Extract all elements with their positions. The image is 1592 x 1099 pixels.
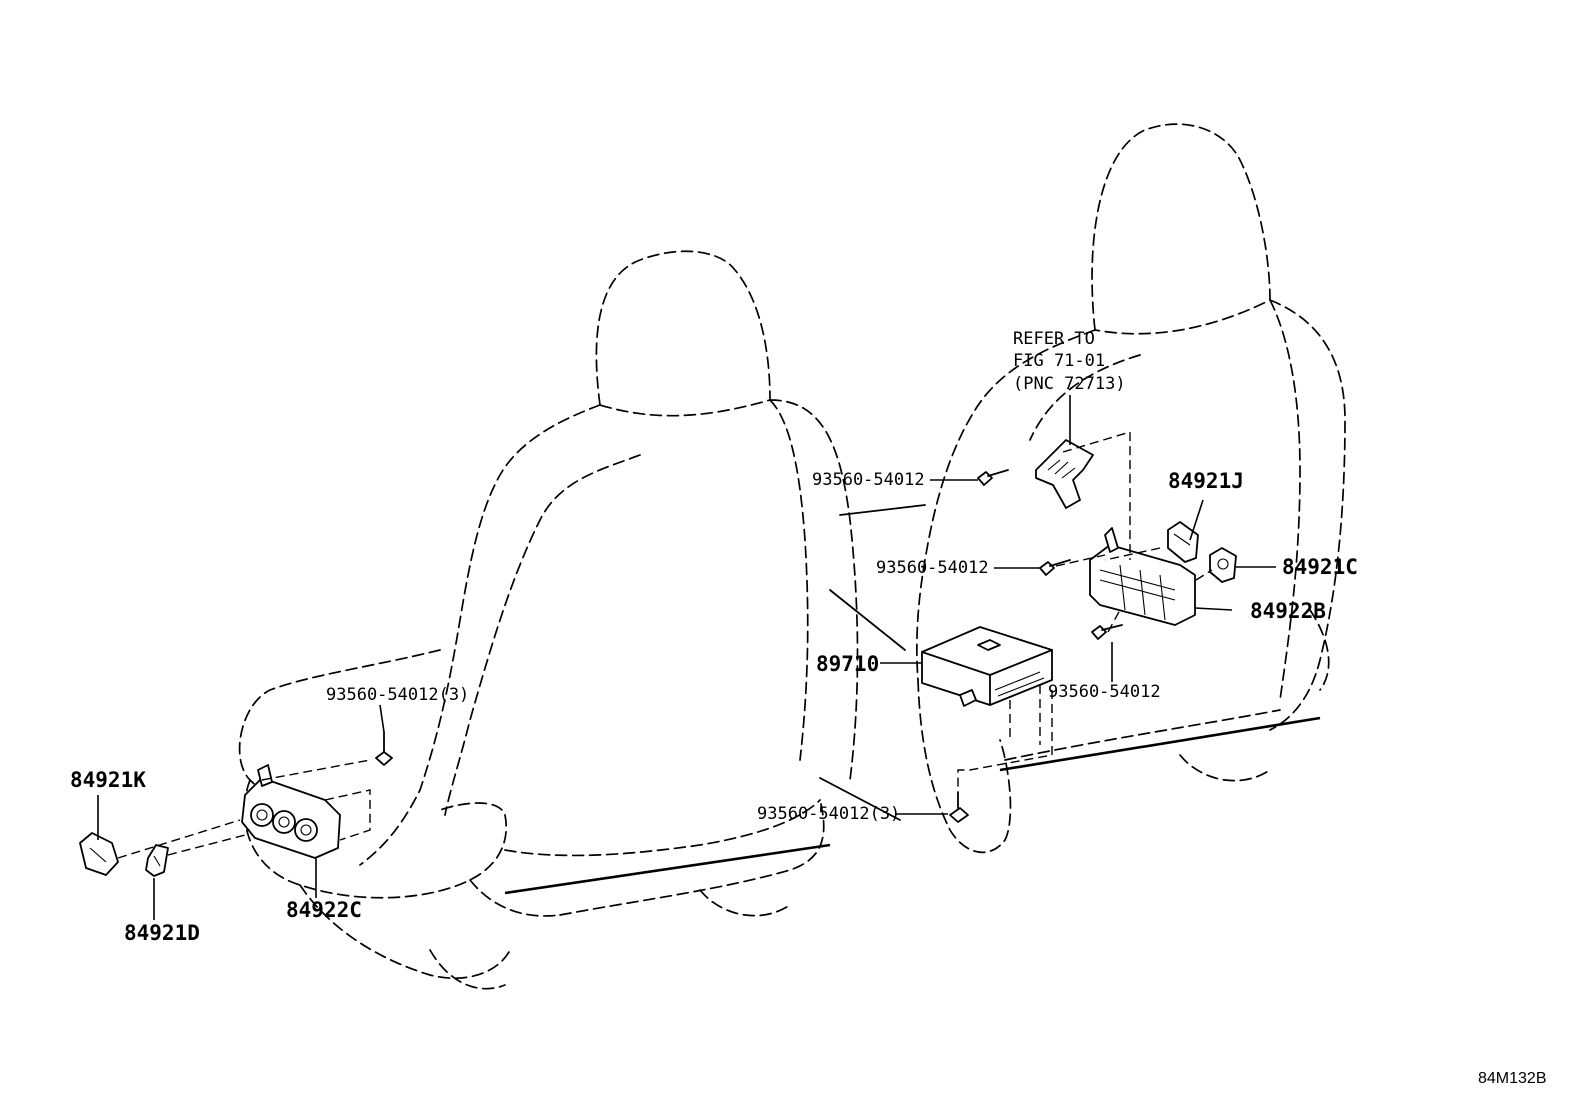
assembly-line-left-1 — [117, 819, 241, 859]
assembly-line-right-3 — [1195, 569, 1213, 581]
label-84922c: 84922C — [286, 898, 362, 922]
label-bolt-center-3: 93560-54012(3) — [757, 804, 900, 824]
switch-assembly-84922c — [241, 764, 341, 859]
left-seat-rail — [504, 843, 831, 895]
label-refer-line3: (PNC 72713) — [1013, 374, 1126, 394]
seat-connector-line-2 — [839, 504, 926, 516]
seat-connector-line-3 — [819, 777, 901, 821]
assembly-line-right-5 — [1107, 609, 1121, 633]
left-seat-outline — [238, 250, 859, 980]
label-bolt-upper: 93560-54012 — [812, 470, 925, 490]
bolt-lower-right — [1091, 624, 1123, 640]
assembly-line-left-4 — [324, 789, 371, 841]
label-84921j: 84921J — [1168, 469, 1244, 493]
assembly-line-right-1 — [1062, 431, 1131, 560]
leader-lines — [97, 395, 1276, 920]
diagram-id: 84M132B — [1478, 1070, 1547, 1087]
label-84921d: 84921D — [124, 921, 200, 945]
knob-84921c — [1209, 547, 1237, 583]
bolt-left-3 — [375, 731, 393, 766]
label-84921c: 84921C — [1282, 555, 1358, 579]
label-84922b: 84922B — [1250, 599, 1326, 623]
label-bolt-left-3: 93560-54012(3) — [326, 685, 469, 705]
assembly-line-left-3 — [261, 759, 371, 781]
assembly-line-right-7 — [1009, 685, 1041, 745]
assembly-line-left-2 — [167, 834, 246, 856]
label-refer-line2: FIG 71-01 — [1013, 351, 1105, 371]
bolt-middle-right — [1039, 559, 1071, 576]
ecu-89710 — [921, 626, 1053, 707]
label-89710: 89710 — [816, 652, 879, 676]
label-refer-line1: REFER TO — [1013, 329, 1095, 349]
knob-84921d — [145, 844, 169, 877]
right-seat-outline — [915, 123, 1346, 854]
seat-connector-line — [829, 589, 906, 651]
label-bolt-middle: 93560-54012 — [876, 558, 989, 578]
switch-assembly-84922b — [1089, 527, 1196, 626]
assembly-line-right-2 — [1055, 554, 1106, 567]
assembly-line-right-4 — [1104, 547, 1161, 561]
assembly-line-right-6 — [957, 690, 1053, 790]
right-seat-rail — [999, 716, 1321, 772]
label-84921k: 84921K — [70, 768, 146, 792]
bolt-upper-right — [977, 469, 1009, 486]
label-bolt-lower-right: 93560-54012 — [1048, 682, 1161, 702]
knob-84921k — [79, 832, 119, 876]
bolt-center-3 — [949, 791, 969, 823]
knob-84921j — [1167, 521, 1199, 563]
bracket-part — [1035, 439, 1094, 509]
left-seat-rail-foot — [429, 949, 506, 990]
